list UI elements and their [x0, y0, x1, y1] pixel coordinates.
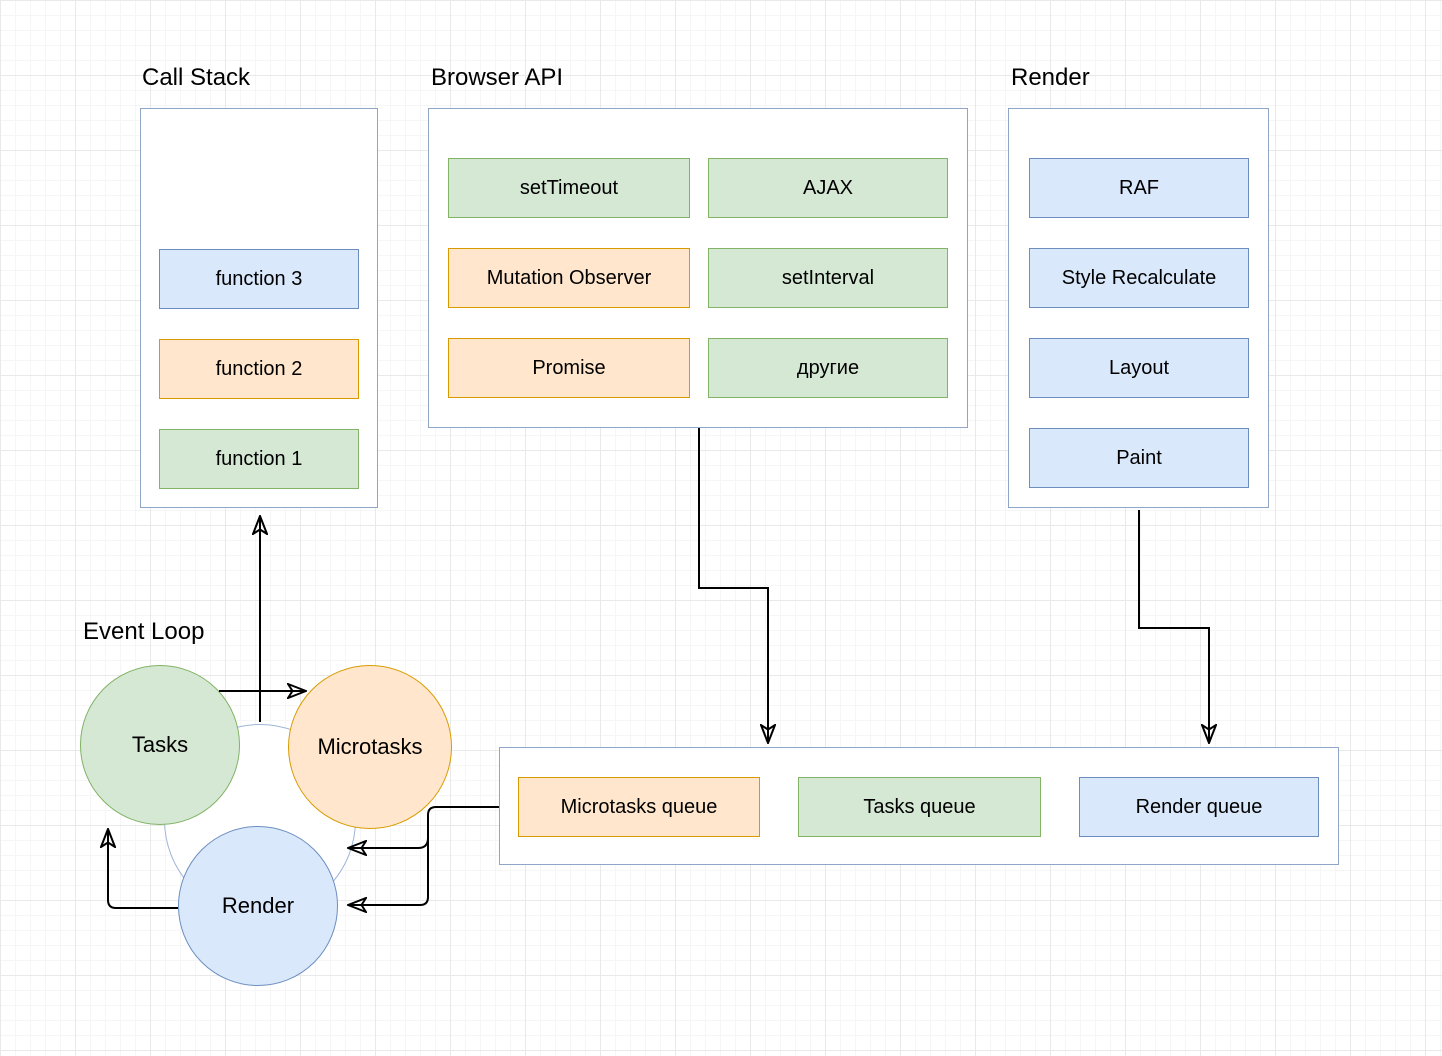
browser-api-others: другие — [708, 338, 948, 398]
queue-tasks: Tasks queue — [798, 777, 1041, 837]
render-raf: RAF — [1029, 158, 1249, 218]
browser-api-title: Browser API — [431, 64, 564, 91]
queue-render: Render queue — [1079, 777, 1319, 837]
event-loop-microtasks-circle: Microtasks — [288, 665, 452, 829]
render-layout: Layout — [1029, 338, 1249, 398]
call-stack-function-2: function 2 — [159, 339, 359, 399]
render-style-recalculate: Style Recalculate — [1029, 248, 1249, 308]
browser-api-mutation-observer: Mutation Observer — [448, 248, 690, 308]
arrow-render-to-queue — [1138, 510, 1209, 742]
browser-api-promise: Promise — [448, 338, 690, 398]
event-loop-title: Event Loop — [83, 618, 205, 645]
render-title: Render — [1011, 64, 1090, 91]
queue-microtasks: Microtasks queue — [518, 777, 760, 837]
arrow-queue-to-microtasks-circle — [349, 837, 429, 848]
browser-api-setinterval: setInterval — [708, 248, 948, 308]
call-stack-title: Call Stack — [142, 64, 251, 91]
browser-api-settimeout: setTimeout — [448, 158, 690, 218]
event-loop-render-circle: Render — [178, 826, 338, 986]
event-loop-tasks-circle: Tasks — [80, 665, 240, 825]
call-stack-function-3: function 3 — [159, 249, 359, 309]
arrow-browser-api-to-queue — [698, 428, 768, 742]
call-stack-function-1: function 1 — [159, 429, 359, 489]
render-paint: Paint — [1029, 428, 1249, 488]
browser-api-ajax: AJAX — [708, 158, 948, 218]
